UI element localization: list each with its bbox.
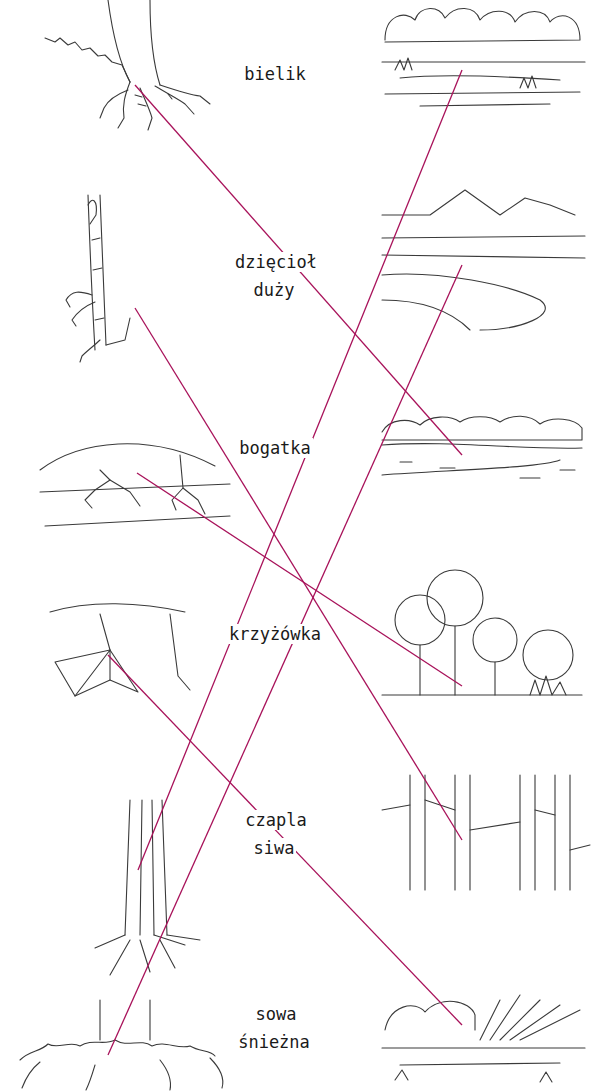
tit-feet-on-branch-stroke <box>85 470 110 508</box>
tundra-habitat-stroke <box>382 236 585 238</box>
tundra-habitat-stroke <box>382 255 585 258</box>
owl-foot-stroke <box>86 1065 95 1090</box>
heron-legs-stroke <box>140 800 142 935</box>
owl-foot-stroke <box>160 1060 171 1090</box>
tit-feet-on-branch-stroke <box>40 484 230 492</box>
match-line <box>108 655 462 1025</box>
eagle-foot-stroke <box>160 85 210 104</box>
bird-name-text: czapla siwa <box>243 810 306 858</box>
bird-name: krzyżówka <box>215 620 335 648</box>
heron-legs-stroke <box>162 800 167 935</box>
heron-legs-stroke <box>154 935 200 968</box>
lake-habitat-stroke <box>400 76 560 80</box>
marsh-habitat-stroke <box>395 1070 552 1082</box>
heron-legs-stroke <box>95 935 150 975</box>
bird-name: sowa śnieżna <box>227 1000 323 1056</box>
owl-foot-stroke <box>22 1062 40 1088</box>
lake-habitat-stroke <box>385 92 580 94</box>
marsh-habitat <box>382 995 585 1082</box>
tree-trunks-habitat-stroke <box>520 775 535 890</box>
eagle-foot-stroke <box>108 0 130 82</box>
tundra-habitat <box>382 190 585 330</box>
tit-feet-on-branch-stroke <box>40 444 215 470</box>
tit-feet-on-branch-stroke <box>110 480 140 506</box>
woodpecker-foot-stroke <box>72 302 95 326</box>
duck-feet <box>50 604 190 696</box>
marsh-habitat-stroke <box>385 1001 475 1030</box>
match-line <box>138 70 462 870</box>
tundra-habitat-stroke <box>382 300 470 330</box>
forest-habitat-stroke <box>473 618 517 662</box>
river-meadow-habitat-stroke <box>382 444 582 449</box>
forest-habitat-stroke <box>530 676 566 695</box>
woodpecker-foot-stroke <box>106 318 130 345</box>
bird-name-text: sowa śnieżna <box>238 1004 312 1052</box>
lake-habitat <box>382 8 585 106</box>
eagle-foot-stroke <box>45 38 130 82</box>
match-line <box>108 265 462 1055</box>
forest-habitat <box>382 570 582 695</box>
duck-feet-stroke <box>75 650 110 696</box>
owl-foot-stroke <box>210 1058 223 1088</box>
duck-feet-stroke <box>170 614 190 690</box>
woodpecker-foot <box>66 195 130 362</box>
lake-habitat-stroke <box>395 58 536 88</box>
match-line <box>135 85 462 455</box>
river-meadow-habitat-stroke <box>382 416 582 440</box>
match-line <box>137 473 462 686</box>
marsh-habitat-stroke <box>382 1047 585 1048</box>
lake-habitat-stroke <box>382 61 585 62</box>
owl-foot-stroke <box>100 1000 150 1040</box>
eagle-foot-stroke <box>140 88 152 130</box>
tree-trunks-habitat-stroke <box>382 800 590 850</box>
eagle-foot-stroke <box>150 0 160 85</box>
woodpecker-foot-stroke <box>92 238 104 320</box>
owl-foot-stroke <box>20 1040 215 1060</box>
bird-name: bielik <box>215 60 335 88</box>
forest-habitat-stroke <box>523 630 573 680</box>
bird-name-text: krzyżówka <box>227 624 323 644</box>
tree-trunks-habitat <box>382 775 590 890</box>
duck-feet-stroke <box>50 604 185 612</box>
match-lines <box>108 70 462 1055</box>
tit-feet-on-branch <box>40 444 230 526</box>
lake-habitat-stroke <box>420 104 550 106</box>
forest-habitat-stroke <box>420 626 495 695</box>
tundra-habitat-stroke <box>382 274 545 330</box>
bird-name: dzięcioł duży <box>227 248 323 304</box>
tit-feet-on-branch-stroke <box>45 516 230 526</box>
lake-habitat-stroke <box>385 8 580 42</box>
tree-trunks-habitat-stroke <box>410 775 425 890</box>
bird-name-text: bielik <box>242 64 307 84</box>
tundra-habitat-stroke <box>382 190 575 215</box>
bird-name: czapla siwa <box>227 806 323 862</box>
match-line <box>135 308 462 840</box>
marsh-habitat-stroke <box>480 995 580 1040</box>
heron-legs <box>95 800 200 975</box>
bird-name: bogatka <box>215 434 335 462</box>
eagle-foot-stroke <box>100 90 128 118</box>
duck-feet-stroke <box>100 614 110 650</box>
forest-habitat-stroke <box>427 570 483 626</box>
woodpecker-foot-stroke <box>88 200 96 224</box>
woodpecker-foot-stroke <box>100 195 106 345</box>
heron-legs-stroke <box>125 800 130 935</box>
eagle-foot-stroke <box>118 82 130 128</box>
river-meadow-habitat <box>382 416 582 478</box>
woodpecker-foot-stroke <box>80 340 100 362</box>
river-meadow-habitat-stroke <box>400 462 575 478</box>
marsh-habitat-stroke <box>400 1063 560 1065</box>
bird-name-text: bogatka <box>237 438 313 458</box>
heron-legs-stroke <box>152 800 154 935</box>
tree-trunks-habitat-stroke <box>555 775 570 890</box>
bird-name-text: dzięcioł duży <box>233 252 317 300</box>
eagle-foot <box>45 0 210 130</box>
owl-foot <box>20 1000 223 1090</box>
eagle-foot-stroke <box>135 94 172 106</box>
